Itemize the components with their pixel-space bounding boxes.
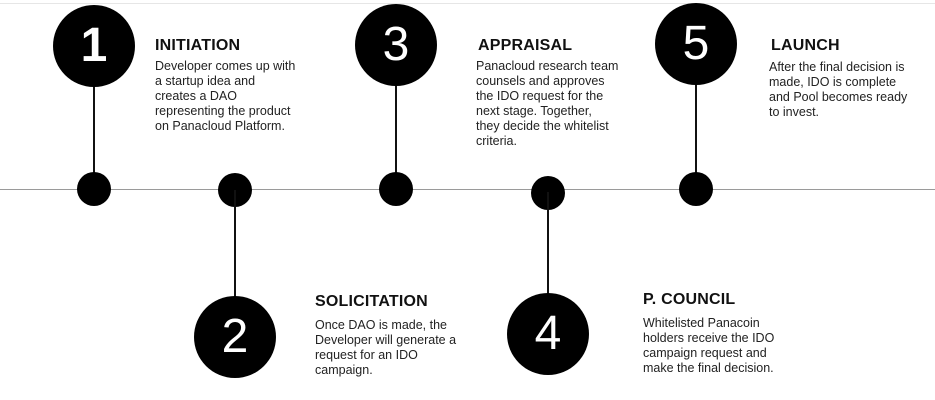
top-border [0, 3, 935, 4]
step-5-title: LAUNCH [771, 37, 840, 54]
step-4-title: P. COUNCIL [643, 291, 736, 308]
step-3-timeline-dot [379, 172, 413, 206]
step-3-title: APPRAISAL [478, 37, 573, 54]
step-5-timeline-dot [679, 172, 713, 206]
step-3-stem [395, 82, 397, 190]
step-2-stem [234, 190, 236, 300]
step-5-stem [695, 80, 697, 190]
step-1-stem [93, 82, 95, 190]
step-1-timeline-dot [77, 172, 111, 206]
step-2-number-badge: 2 [194, 296, 276, 378]
step-4-stem [547, 192, 549, 296]
step-4-number-badge: 4 [507, 293, 589, 375]
timeline-axis [0, 189, 935, 190]
step-4-description: Whitelisted Panacoin holders receive the… [643, 316, 775, 375]
step-5-description: After the final decision is made, IDO is… [769, 60, 908, 119]
step-1-number-badge: 1 [53, 5, 135, 87]
step-1-description: Developer comes up with a startup idea a… [155, 59, 296, 133]
step-1-title: INITIATION [155, 37, 241, 54]
step-2-description: Once DAO is made, the Developer will gen… [315, 318, 457, 377]
step-2-title: SOLICITATION [315, 293, 428, 310]
step-3-number-badge: 3 [355, 4, 437, 86]
step-3-description: Panacloud research team counsels and app… [476, 59, 619, 148]
step-5-number-badge: 5 [655, 3, 737, 85]
